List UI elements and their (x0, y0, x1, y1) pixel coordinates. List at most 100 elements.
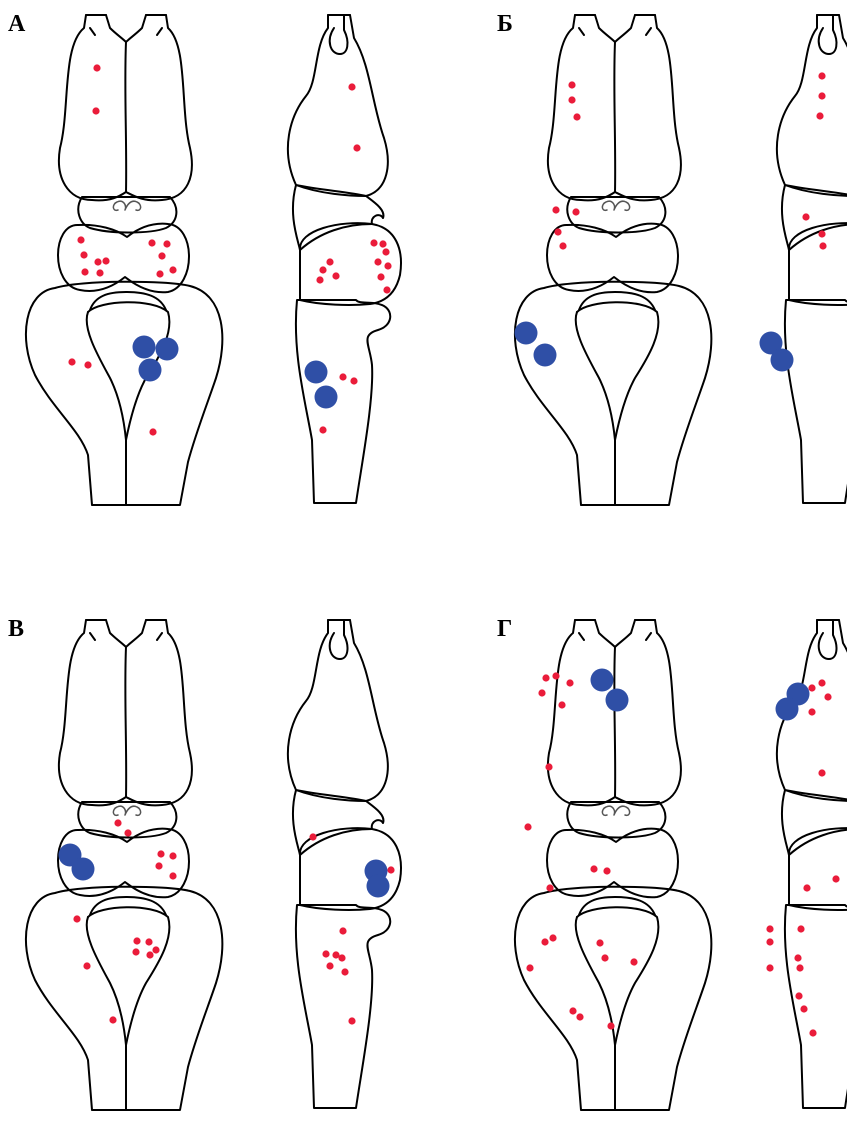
small-red-marker (353, 144, 360, 151)
small-red-marker (383, 286, 390, 293)
lateral-view-brain (777, 15, 847, 503)
small-red-marker (339, 927, 346, 934)
small-red-marker (808, 684, 815, 691)
small-red-marker (803, 884, 810, 891)
small-red-marker (382, 248, 389, 255)
small-red-marker (326, 258, 333, 265)
small-red-marker (630, 958, 637, 965)
small-red-marker (102, 257, 109, 264)
large-blue-marker (156, 338, 179, 361)
small-red-marker (569, 1007, 576, 1014)
small-red-marker (818, 679, 825, 686)
small-red-marker (568, 96, 575, 103)
marker-group-a (68, 64, 391, 435)
small-red-marker (316, 276, 323, 283)
small-red-marker (145, 938, 152, 945)
large-blue-marker (534, 344, 557, 367)
large-blue-marker (776, 698, 799, 721)
small-red-marker (169, 266, 176, 273)
small-red-marker (114, 819, 121, 826)
small-red-marker (601, 954, 608, 961)
large-blue-marker (139, 359, 162, 382)
small-red-marker (808, 708, 815, 715)
brain-panel-b (515, 15, 847, 505)
marker-group-b (515, 72, 827, 371)
small-red-marker (169, 872, 176, 879)
small-red-marker (552, 206, 559, 213)
small-red-marker (148, 239, 155, 246)
small-red-marker (818, 230, 825, 237)
small-red-marker (802, 213, 809, 220)
small-red-marker (796, 964, 803, 971)
small-red-marker (149, 428, 156, 435)
marker-group-v (59, 819, 395, 1024)
small-red-marker (603, 867, 610, 874)
small-red-marker (132, 948, 139, 955)
small-red-marker (809, 1029, 816, 1036)
small-red-marker (524, 823, 531, 830)
small-red-marker (370, 239, 377, 246)
large-blue-marker (367, 875, 390, 898)
small-red-marker (152, 946, 159, 953)
small-red-marker (374, 258, 381, 265)
small-red-marker (319, 426, 326, 433)
small-red-marker (326, 962, 333, 969)
small-red-marker (146, 951, 153, 958)
small-red-marker (96, 269, 103, 276)
small-red-marker (319, 266, 326, 273)
small-red-marker (559, 242, 566, 249)
small-red-marker (576, 1013, 583, 1020)
small-red-marker (332, 272, 339, 279)
small-red-marker (156, 270, 163, 277)
small-red-marker (545, 763, 552, 770)
small-red-marker (542, 674, 549, 681)
small-red-marker (387, 866, 394, 873)
small-red-marker (109, 1016, 116, 1023)
small-red-marker (77, 236, 84, 243)
dorsal-view-brain (26, 15, 222, 505)
large-blue-marker (315, 386, 338, 409)
small-red-marker (766, 925, 773, 932)
small-red-marker (73, 915, 80, 922)
large-blue-marker (591, 669, 614, 692)
small-red-marker (794, 954, 801, 961)
small-red-marker (158, 252, 165, 259)
small-red-marker (309, 833, 316, 840)
small-red-marker (339, 373, 346, 380)
large-blue-marker (133, 336, 156, 359)
small-red-marker (163, 240, 170, 247)
small-red-marker (348, 1017, 355, 1024)
small-red-marker (541, 938, 548, 945)
brain-panel-a (26, 15, 401, 505)
small-red-marker (607, 1022, 614, 1029)
small-red-marker (596, 939, 603, 946)
small-red-marker (816, 112, 823, 119)
small-red-marker (155, 862, 162, 869)
small-red-marker (538, 689, 545, 696)
small-red-marker (526, 964, 533, 971)
small-red-marker (80, 251, 87, 258)
small-red-marker (157, 850, 164, 857)
small-red-marker (566, 679, 573, 686)
large-blue-marker (515, 322, 538, 345)
large-blue-marker (606, 689, 629, 712)
small-red-marker (350, 377, 357, 384)
small-red-marker (818, 92, 825, 99)
small-red-marker (573, 113, 580, 120)
small-red-marker (92, 107, 99, 114)
small-red-marker (379, 240, 386, 247)
small-red-marker (322, 950, 329, 957)
small-red-marker (133, 937, 140, 944)
large-blue-marker (305, 361, 328, 384)
small-red-marker (341, 968, 348, 975)
small-red-marker (590, 865, 597, 872)
small-red-marker (766, 964, 773, 971)
small-red-marker (766, 938, 773, 945)
large-blue-marker (72, 858, 95, 881)
small-red-marker (124, 829, 131, 836)
small-red-marker (169, 852, 176, 859)
dorsal-view-brain (515, 15, 711, 505)
small-red-marker (552, 672, 559, 679)
